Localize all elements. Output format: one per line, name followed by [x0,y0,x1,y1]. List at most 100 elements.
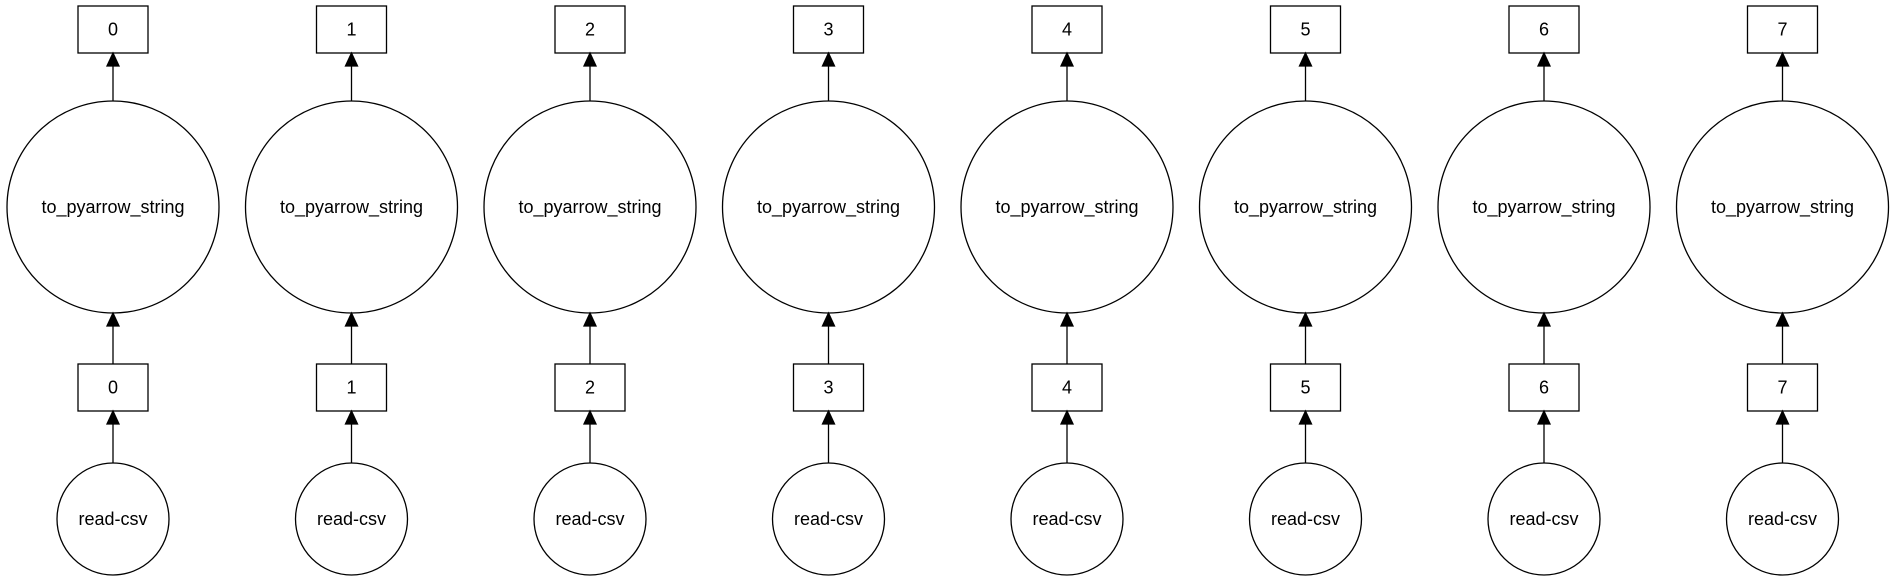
output-label: 5 [1300,20,1310,40]
arrowhead-icon [105,51,121,67]
output-label: 2 [585,20,595,40]
graph-column: 2 to_pyarrow_string 2 read-csv [483,5,697,576]
input-label: 0 [108,378,118,398]
source-node: read-csv [1725,462,1840,576]
input-label: 3 [823,378,833,398]
arrowhead-icon [1536,311,1552,327]
input-to-operation-edge [105,311,121,364]
input-label: 1 [346,378,356,398]
graph-column: 7 to_pyarrow_string 7 read-csv [1675,5,1890,576]
source-node: read-csv [1248,462,1363,576]
input-to-operation-edge [821,311,836,364]
source-label: read-csv [78,509,147,529]
arrowhead-icon [1298,51,1313,67]
source-node: read-csv [771,462,886,576]
input-to-operation-edge [1775,311,1790,364]
operation-to-output-edge [344,51,359,101]
operation-node: to_pyarrow_string [1198,100,1413,314]
input-partition-node: 7 [1746,363,1819,412]
source-to-input-edge [1298,409,1313,463]
source-to-input-edge [1775,409,1790,463]
source-node: read-csv [533,462,647,576]
operation-to-output-edge [1059,51,1075,101]
output-label: 6 [1539,20,1549,40]
arrowhead-icon [582,51,598,67]
input-to-operation-edge [582,311,598,364]
source-label: read-csv [1271,509,1340,529]
source-node: read-csv [1487,462,1601,576]
operation-label: to_pyarrow_string [1234,197,1377,218]
arrowhead-icon [344,409,359,425]
graph-column: 6 to_pyarrow_string 6 read-csv [1437,5,1651,576]
input-label: 7 [1777,378,1787,398]
operation-to-output-edge [105,51,121,101]
arrowhead-icon [1059,51,1075,67]
input-partition-node: 4 [1031,363,1103,412]
operation-to-output-edge [1298,51,1313,101]
source-label: read-csv [1032,509,1101,529]
operation-node: to_pyarrow_string [6,100,220,314]
arrowhead-icon [1775,311,1790,327]
source-to-input-edge [1536,409,1552,463]
source-label: read-csv [794,509,863,529]
output-box [792,5,865,54]
output-box [1031,5,1103,54]
source-circle [294,462,409,576]
output-label: 4 [1062,20,1072,40]
source-to-input-edge [105,409,121,463]
operation-label: to_pyarrow_string [1711,197,1854,218]
arrowhead-icon [1298,311,1313,327]
source-node: read-csv [1010,462,1124,576]
source-label: read-csv [555,509,624,529]
operation-to-output-edge [1775,51,1790,101]
arrowhead-icon [1775,409,1790,425]
output-label: 1 [346,20,356,40]
input-to-operation-edge [344,311,359,364]
graph-column: 0 to_pyarrow_string 0 read-csv [6,5,220,576]
input-label: 5 [1300,378,1310,398]
input-partition-node: 3 [792,363,865,412]
graph-column: 4 to_pyarrow_string 4 read-csv [960,5,1174,576]
output-label: 7 [1777,20,1787,40]
operation-label: to_pyarrow_string [518,197,661,218]
source-to-input-edge [821,409,836,463]
operation-label: to_pyarrow_string [995,197,1138,218]
operation-label: to_pyarrow_string [41,197,184,218]
source-to-input-edge [344,409,359,463]
input-partition-node: 5 [1269,363,1342,412]
output-partition-node: 5 [1269,5,1342,54]
operation-node: to_pyarrow_string [721,100,936,314]
input-label: 4 [1062,378,1072,398]
output-partition-node: 4 [1031,5,1103,54]
output-box [1508,5,1580,54]
output-label: 3 [823,20,833,40]
operation-node: to_pyarrow_string [1675,100,1890,314]
source-label: read-csv [317,509,386,529]
output-partition-node: 2 [554,5,626,54]
output-box [77,5,149,54]
input-to-operation-edge [1298,311,1313,364]
arrowhead-icon [105,311,121,327]
output-partition-node: 3 [792,5,865,54]
source-label: read-csv [1748,509,1817,529]
source-to-input-edge [1059,409,1075,463]
output-box [554,5,626,54]
arrowhead-icon [1536,409,1552,425]
input-partition-node: 0 [77,363,149,412]
arrowhead-icon [821,311,836,327]
input-box [554,363,626,412]
source-circle [771,462,886,576]
input-box [1269,363,1342,412]
operation-to-output-edge [821,51,836,101]
output-label: 0 [108,20,118,40]
operation-label: to_pyarrow_string [1472,197,1615,218]
operation-to-output-edge [582,51,598,101]
input-box [792,363,865,412]
input-partition-node: 1 [315,363,388,412]
input-partition-node: 2 [554,363,626,412]
arrowhead-icon [582,311,598,327]
input-label: 6 [1539,378,1549,398]
source-to-input-edge [582,409,598,463]
input-to-operation-edge [1536,311,1552,364]
